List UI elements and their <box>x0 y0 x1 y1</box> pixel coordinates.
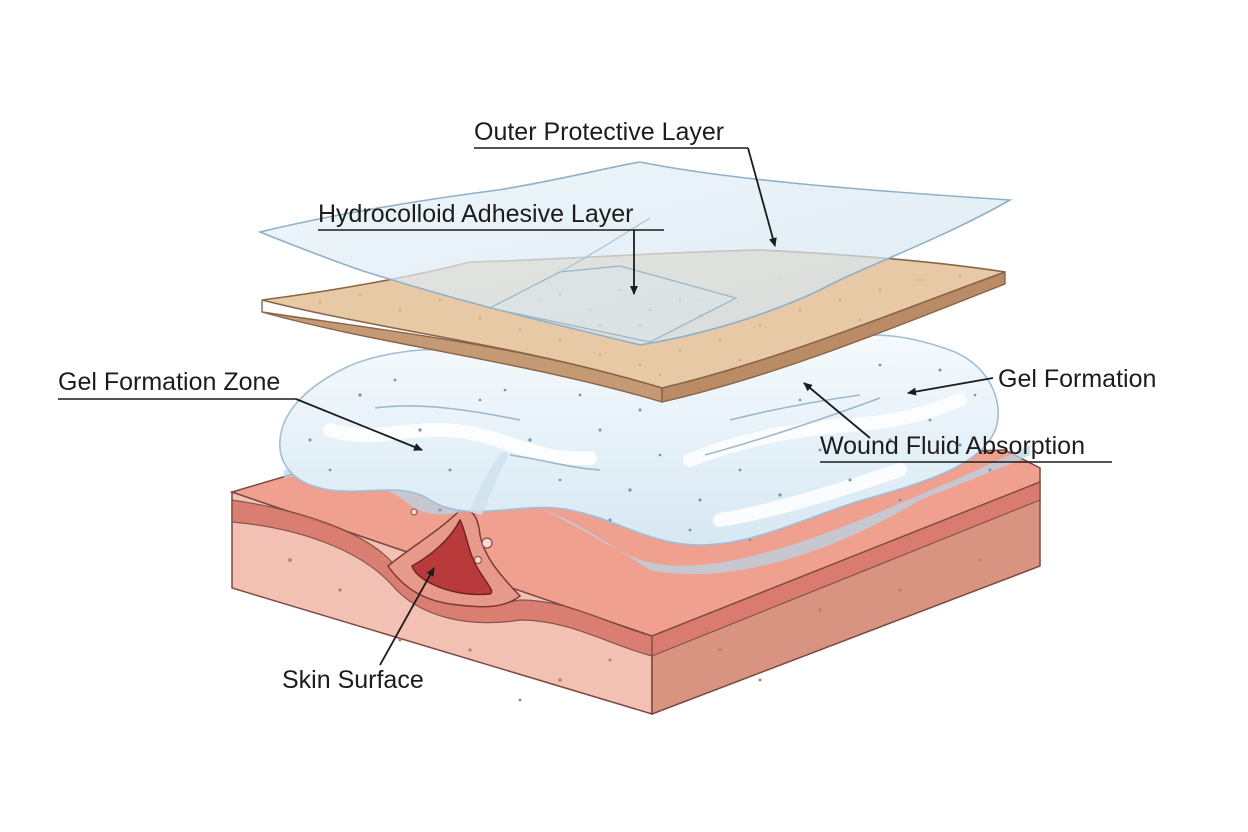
annotations: Outer Protective Layer Hydrocolloid Adhe… <box>58 118 1156 694</box>
leader-outer-protective-layer <box>747 147 777 247</box>
label-wound-fluid-absorption: Wound Fluid Absorption <box>820 432 1085 460</box>
label-gel-formation: Gel Formation <box>998 365 1156 393</box>
outer-film-sheet <box>257 161 1013 346</box>
leader-skin-surface <box>379 567 435 666</box>
outer-film-fold <box>559 217 651 273</box>
gel-swirls <box>323 393 967 527</box>
gel-layer <box>279 334 1030 575</box>
gel-flow-lines <box>374 394 881 471</box>
skin-speckles <box>288 558 982 702</box>
exudate-plume <box>470 452 508 515</box>
wound-bubble <box>410 508 418 516</box>
outer-film-inner-panel <box>488 265 738 343</box>
wound-bubble <box>481 537 493 549</box>
label-gel-formation-zone: Gel Formation Zone <box>58 368 280 396</box>
gel-base <box>284 445 1030 575</box>
dermis-band-side <box>651 481 1041 657</box>
label-skin-surface: Skin Surface <box>282 666 424 694</box>
leader-gel-formation <box>907 377 994 396</box>
film-texture <box>559 289 701 326</box>
wound-bubble <box>473 555 483 565</box>
leader-gel-formation-zone <box>295 398 423 451</box>
label-outer-protective-layer: Outer Protective Layer <box>474 118 724 146</box>
gel-particles <box>308 363 992 542</box>
leader-wound-fluid-absorption <box>803 382 871 439</box>
label-hydrocolloid-adhesive-layer: Hydrocolloid Adhesive Layer <box>318 200 633 228</box>
outer-protective-film <box>257 161 1013 346</box>
